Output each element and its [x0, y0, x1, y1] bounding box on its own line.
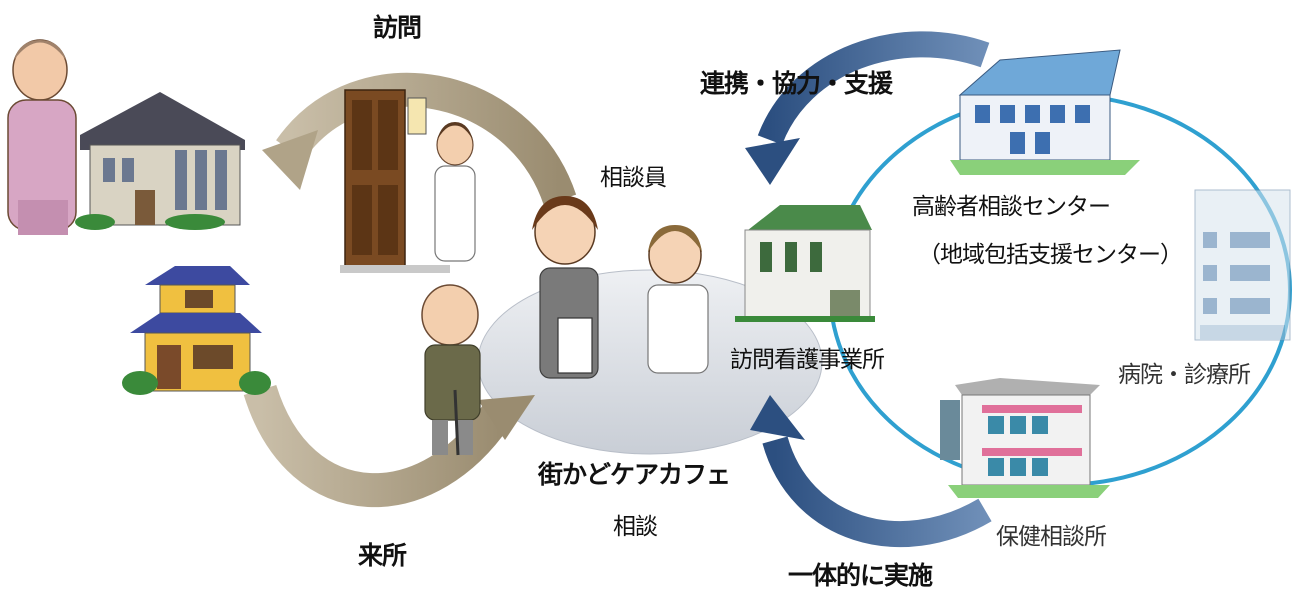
hospital-label: 病院・診療所 [1118, 362, 1251, 388]
counselor-label: 相談員 [600, 165, 667, 191]
counselor-man-illustration [647, 225, 709, 374]
cafe-label: 街かどケアカフェ [538, 460, 731, 489]
come-visit-label: 来所 [358, 541, 407, 570]
counselor-woman-illustration [532, 196, 599, 379]
consultation-label: 相談 [613, 514, 658, 540]
nursing-station-building [735, 205, 875, 322]
health-center-label: 保健相談所 [996, 524, 1107, 550]
senior-center-label: 高齢者相談センター [912, 194, 1111, 220]
elderly-woman-illustration [7, 39, 77, 235]
integrated-arrow [750, 395, 992, 548]
home-illustration [122, 266, 271, 395]
cooperation-label: 連携・協力・支援 [700, 69, 893, 98]
visit-label: 訪問 [373, 13, 422, 42]
regional-center-label: （地域包括支援センター） [918, 242, 1183, 268]
nursing-station-label: 訪問看護事業所 [730, 347, 885, 373]
elderly-man-illustration [421, 284, 481, 456]
integrated-label: 一体的に実施 [788, 561, 933, 590]
health-center-building [940, 378, 1110, 498]
visit-arrow [262, 72, 577, 206]
cooperation-arrow [745, 31, 990, 185]
nurse-illustration [434, 122, 476, 262]
home-visit-door-illustration [340, 89, 450, 273]
hospital-building [1194, 189, 1291, 341]
family-house-illustration [75, 92, 245, 230]
senior-center-building [950, 49, 1140, 175]
come-visit-arrow [243, 384, 535, 507]
